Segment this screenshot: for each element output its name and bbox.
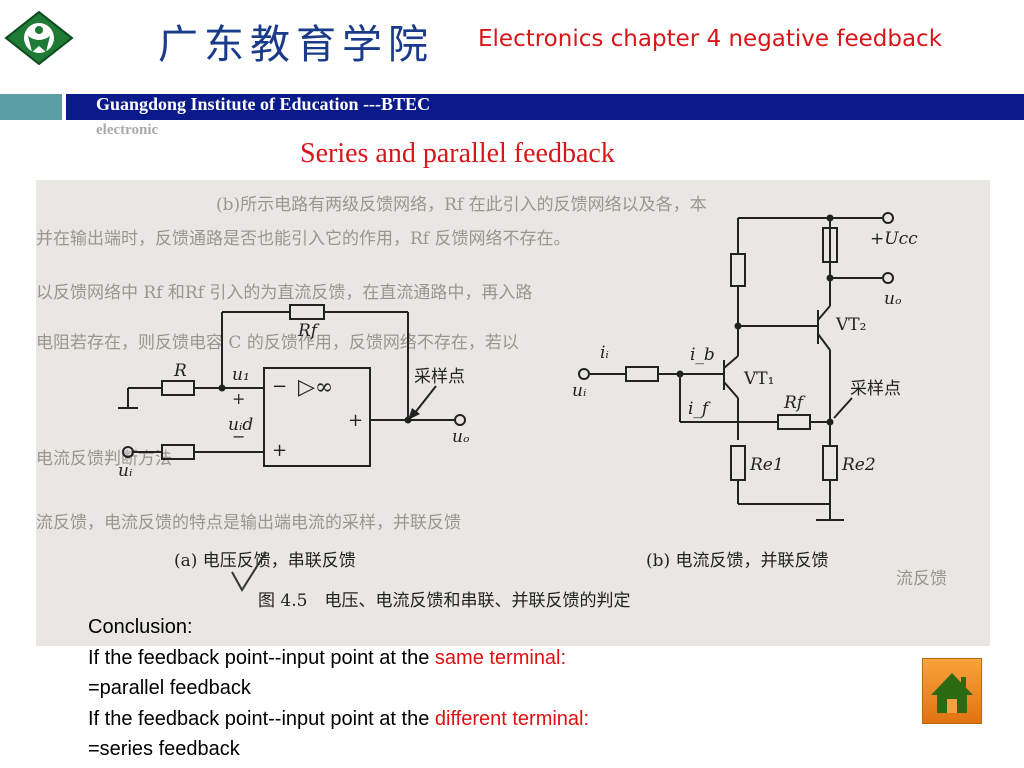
svg-text:−: − <box>232 427 245 446</box>
different-terminal-highlight: different terminal: <box>434 707 590 730</box>
circuit-b <box>578 212 894 521</box>
institution-logo <box>4 10 74 66</box>
conclusion-line: If the feedback point--input point at th… <box>88 646 567 669</box>
conclusion-heading: Conclusion: <box>88 616 193 638</box>
label-ucc: +Ucc <box>870 229 918 249</box>
label-u-minus: u₁ <box>232 365 250 385</box>
institution-english-name: Guangdong Institute of Education ---BTEC <box>96 94 431 114</box>
bg-text-line: 电流反馈判断方法 <box>36 449 172 469</box>
bg-text-line: 并在输出端时，反馈通路是否也能引入它的作用，Rf 反馈网络不存在。 <box>36 229 571 249</box>
svg-text:−: − <box>272 376 287 397</box>
bg-text-line: 电阻若存在，则反馈电容 C 的反馈作用，反馈网络不存在，若以 <box>36 333 519 353</box>
label-re1: Re1 <box>749 455 784 475</box>
label-rf-b: Rf <box>783 393 806 413</box>
conclusion-line: =parallel feedback <box>88 677 251 699</box>
home-icon <box>931 673 973 713</box>
circuit-a <box>118 304 466 467</box>
svg-text:+: + <box>272 440 287 461</box>
check-mark-icon <box>231 551 267 592</box>
label-ib: i_b <box>690 345 715 365</box>
label-vt2: VT₂ <box>835 315 866 335</box>
same-terminal-highlight: same terminal: <box>434 646 567 669</box>
amplifier-symbol: ▷∞ <box>298 375 333 400</box>
label-ui-a: uᵢ <box>118 461 132 481</box>
bg-text-line: 以反馈网络中 Rf 和Rf 引入的为直流反馈，在直流通路中，再入路 <box>36 283 532 303</box>
conclusion-block: Conclusion: If the feedback point--input… <box>88 612 589 765</box>
slide-title: Series and parallel feedback <box>300 138 615 169</box>
svg-text:+: + <box>348 410 363 431</box>
bg-text-line: 流反馈，电流反馈的特点是输出端电流的采样，并联反馈 <box>36 513 461 533</box>
label-ii: iᵢ <box>600 343 609 363</box>
course-title: Electronics chapter 4 negative feedback <box>478 26 943 52</box>
home-button[interactable] <box>922 658 982 724</box>
label-uid: uᵢd <box>228 415 253 435</box>
bg-text-line: 流反馈 <box>896 569 947 589</box>
circuit-figure: (b)所示电路有两级反馈网络，Rf 在此引入的反馈网络以及各，本 并在输出端时，… <box>36 180 990 646</box>
sampling-point-label-b: 采样点 <box>850 379 901 399</box>
label-uo-a: uₒ <box>452 427 470 447</box>
conclusion-line: If the feedback point--input point at th… <box>88 707 590 730</box>
circuit-a-caption: (a) 电压反馈，串联反馈 <box>174 551 356 571</box>
label-ui-b: uᵢ <box>572 381 586 401</box>
conclusion-line: =series feedback <box>88 738 240 760</box>
label-re2: Re2 <box>841 455 876 475</box>
sampling-point-label-a: 采样点 <box>414 367 465 387</box>
label-vt1: VT₁ <box>743 369 774 389</box>
circuit-b-caption: (b) 电流反馈，并联反馈 <box>646 551 829 571</box>
institution-chinese-name: 广东教育学院 <box>158 22 434 68</box>
label-r: R <box>173 361 187 381</box>
label-uo-b: uₒ <box>884 289 902 309</box>
header-accent-bar <box>0 94 62 120</box>
program-name: electronic <box>96 122 159 138</box>
header-bar <box>66 94 1024 120</box>
label-rf-a: Rf <box>297 321 320 341</box>
label-if: i_f <box>688 399 711 419</box>
figure-caption: 图 4.5 电压、电流反馈和串联、并联反馈的判定 <box>258 591 630 611</box>
svg-text:+: + <box>232 389 245 408</box>
bg-text-line: (b)所示电路有两级反馈网络，Rf 在此引入的反馈网络以及各，本 <box>216 195 707 215</box>
